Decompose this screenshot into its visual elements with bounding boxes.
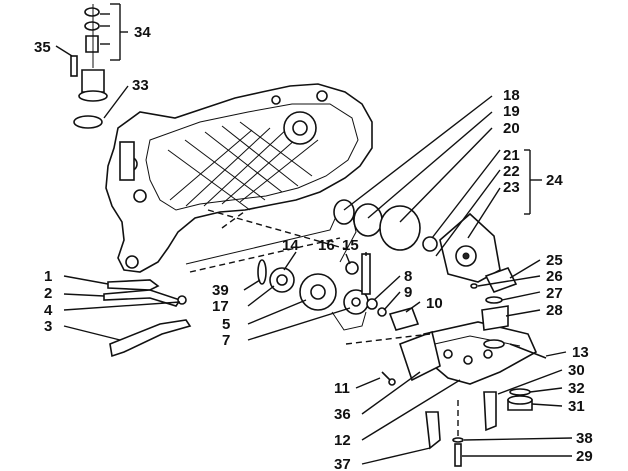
bolt-11 [381, 371, 396, 386]
callout-36: 36 [334, 406, 351, 423]
callout-35: 35 [34, 39, 51, 56]
callout-37: 37 [334, 456, 351, 471]
callout-23: 23 [503, 179, 520, 196]
small-parts-center [345, 253, 420, 331]
gasket-36 [398, 330, 441, 382]
callout-13: 13 [572, 344, 589, 361]
valve-stack [78, 4, 108, 102]
levers [103, 279, 192, 358]
sprocket-7 [331, 289, 369, 331]
callout-30: 30 [568, 362, 585, 379]
cap-31-32 [507, 388, 533, 411]
callout-2: 2 [44, 285, 52, 302]
callout-32: 32 [568, 380, 585, 397]
callout-10: 10 [426, 295, 443, 312]
callout-5: 5 [222, 316, 230, 333]
callout-27: 27 [546, 285, 563, 302]
oil-pump-5 [299, 273, 337, 311]
callout-39: 39 [212, 282, 229, 299]
sprocket-17 [269, 267, 295, 293]
callout-1: 1 [44, 268, 52, 285]
callout-25: 25 [546, 252, 563, 269]
callout-labels: 34 35 33 18 19 20 21 22 23 24 14 16 15 8… [34, 24, 593, 471]
callout-21: 21 [503, 147, 520, 164]
leader-lines [55, 3, 573, 465]
callout-24: 24 [546, 172, 563, 189]
callout-15: 15 [342, 237, 359, 254]
callout-4: 4 [44, 302, 53, 319]
bracket-30 [483, 391, 497, 432]
screw-35 [70, 55, 78, 77]
gasket-33 [73, 115, 103, 129]
callout-18: 18 [503, 87, 520, 104]
callout-29: 29 [576, 448, 593, 465]
callout-11: 11 [334, 380, 350, 397]
callout-9: 9 [404, 284, 412, 301]
callout-19: 19 [503, 103, 520, 120]
callout-17: 17 [212, 298, 229, 315]
callout-38: 38 [576, 430, 593, 447]
callout-20: 20 [503, 120, 520, 137]
callout-16: 16 [318, 237, 335, 254]
callout-22: 22 [503, 163, 520, 180]
callout-26: 26 [546, 268, 563, 285]
oil-sump [421, 321, 547, 385]
screw-38-29 [452, 400, 464, 467]
callout-14: 14 [282, 237, 299, 254]
callout-7: 7 [222, 332, 230, 349]
callout-3: 3 [44, 318, 52, 335]
callout-28: 28 [546, 302, 563, 319]
callout-34: 34 [134, 24, 151, 41]
callout-33: 33 [132, 77, 149, 94]
alignment-lines [207, 209, 431, 345]
callout-31: 31 [568, 398, 585, 415]
crankcase-housing [105, 83, 373, 273]
cover-21-23 [422, 212, 501, 283]
filter-parts [470, 267, 518, 349]
callout-12: 12 [334, 432, 351, 449]
bracket-37 [425, 411, 441, 450]
callout-8: 8 [404, 268, 412, 285]
